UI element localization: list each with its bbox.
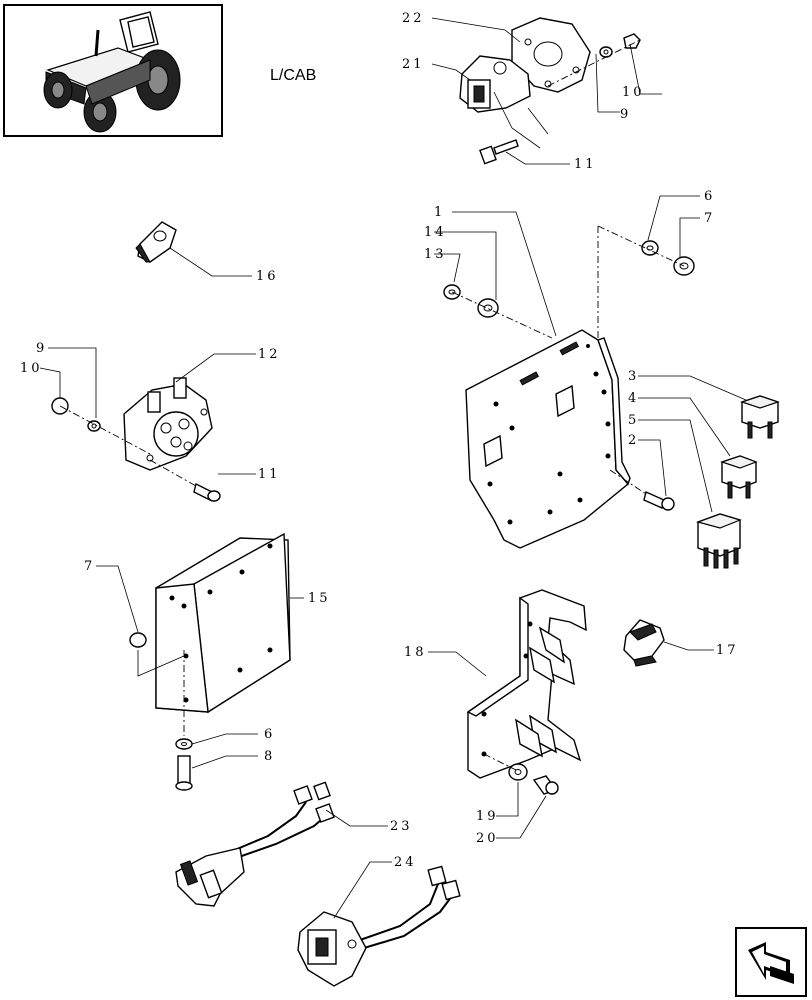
nut-14: [477, 298, 499, 318]
sensor-assembly-top: [459, 17, 591, 113]
bolt-8: [175, 755, 193, 791]
washer-9-top: [599, 46, 613, 58]
section-label: L/CAB: [270, 67, 316, 84]
bolt-20: [532, 775, 559, 795]
bracket-15: [155, 532, 291, 714]
callout-6-right: 6: [704, 189, 715, 204]
callout-2: 2: [628, 433, 639, 448]
callout-15: 15: [308, 591, 331, 606]
socket-12: [123, 377, 213, 471]
callout-9-left: 9: [36, 341, 47, 356]
callout-17: 17: [716, 643, 739, 658]
washer-6-right: [641, 240, 659, 256]
relay-3: [740, 395, 780, 439]
relay-4: [720, 455, 758, 499]
callout-6-left: 6: [264, 727, 275, 742]
callout-1: 1: [434, 205, 445, 220]
callout-23: 23: [390, 819, 413, 834]
callout-21: 21: [402, 57, 425, 72]
callout-13: 13: [424, 247, 447, 262]
callout-10-top: 10: [622, 85, 645, 100]
callout-20: 20: [476, 831, 499, 846]
next-page-arrow-icon[interactable]: [735, 927, 807, 997]
callout-19: 19: [476, 809, 499, 824]
callout-5: 5: [628, 413, 639, 428]
callout-10-left: 10: [20, 361, 43, 376]
callout-14: 14: [424, 225, 447, 240]
bolt-2: [643, 491, 675, 511]
plate-1: [465, 329, 631, 549]
bolt-11-left: [193, 482, 221, 502]
washer-9-left: [87, 420, 101, 432]
sensor-24: [297, 865, 461, 987]
washer-6-left: [175, 738, 193, 750]
clip-17: [623, 619, 665, 667]
callout-24: 24: [394, 855, 417, 870]
nut-10-top: [623, 33, 641, 49]
harness-23: [175, 781, 335, 907]
callout-8: 8: [264, 749, 275, 764]
bracket-18: [466, 589, 587, 779]
callout-12: 12: [258, 347, 281, 362]
tractor-thumbnail-icon[interactable]: [3, 4, 223, 137]
callout-11-left: 11: [258, 467, 281, 482]
callout-4: 4: [628, 391, 639, 406]
callout-22: 22: [402, 11, 425, 26]
callout-18: 18: [404, 645, 427, 660]
nut-7-left: [129, 632, 147, 648]
callout-16: 16: [256, 269, 279, 284]
callout-3: 3: [628, 369, 639, 384]
callout-11-top: 11: [574, 157, 597, 172]
bolt-11-top: [479, 139, 519, 165]
washer-19: [508, 763, 528, 781]
relay-5: [696, 513, 742, 569]
clip-16: [135, 221, 177, 263]
callout-labels: 22 21 10 9 11 16 1 14 13 6 7 12 9 10 11 …: [20, 11, 739, 870]
callout-9-top: 9: [620, 107, 631, 122]
callout-7-right: 7: [704, 211, 715, 226]
callout-7-left: 7: [84, 559, 95, 574]
